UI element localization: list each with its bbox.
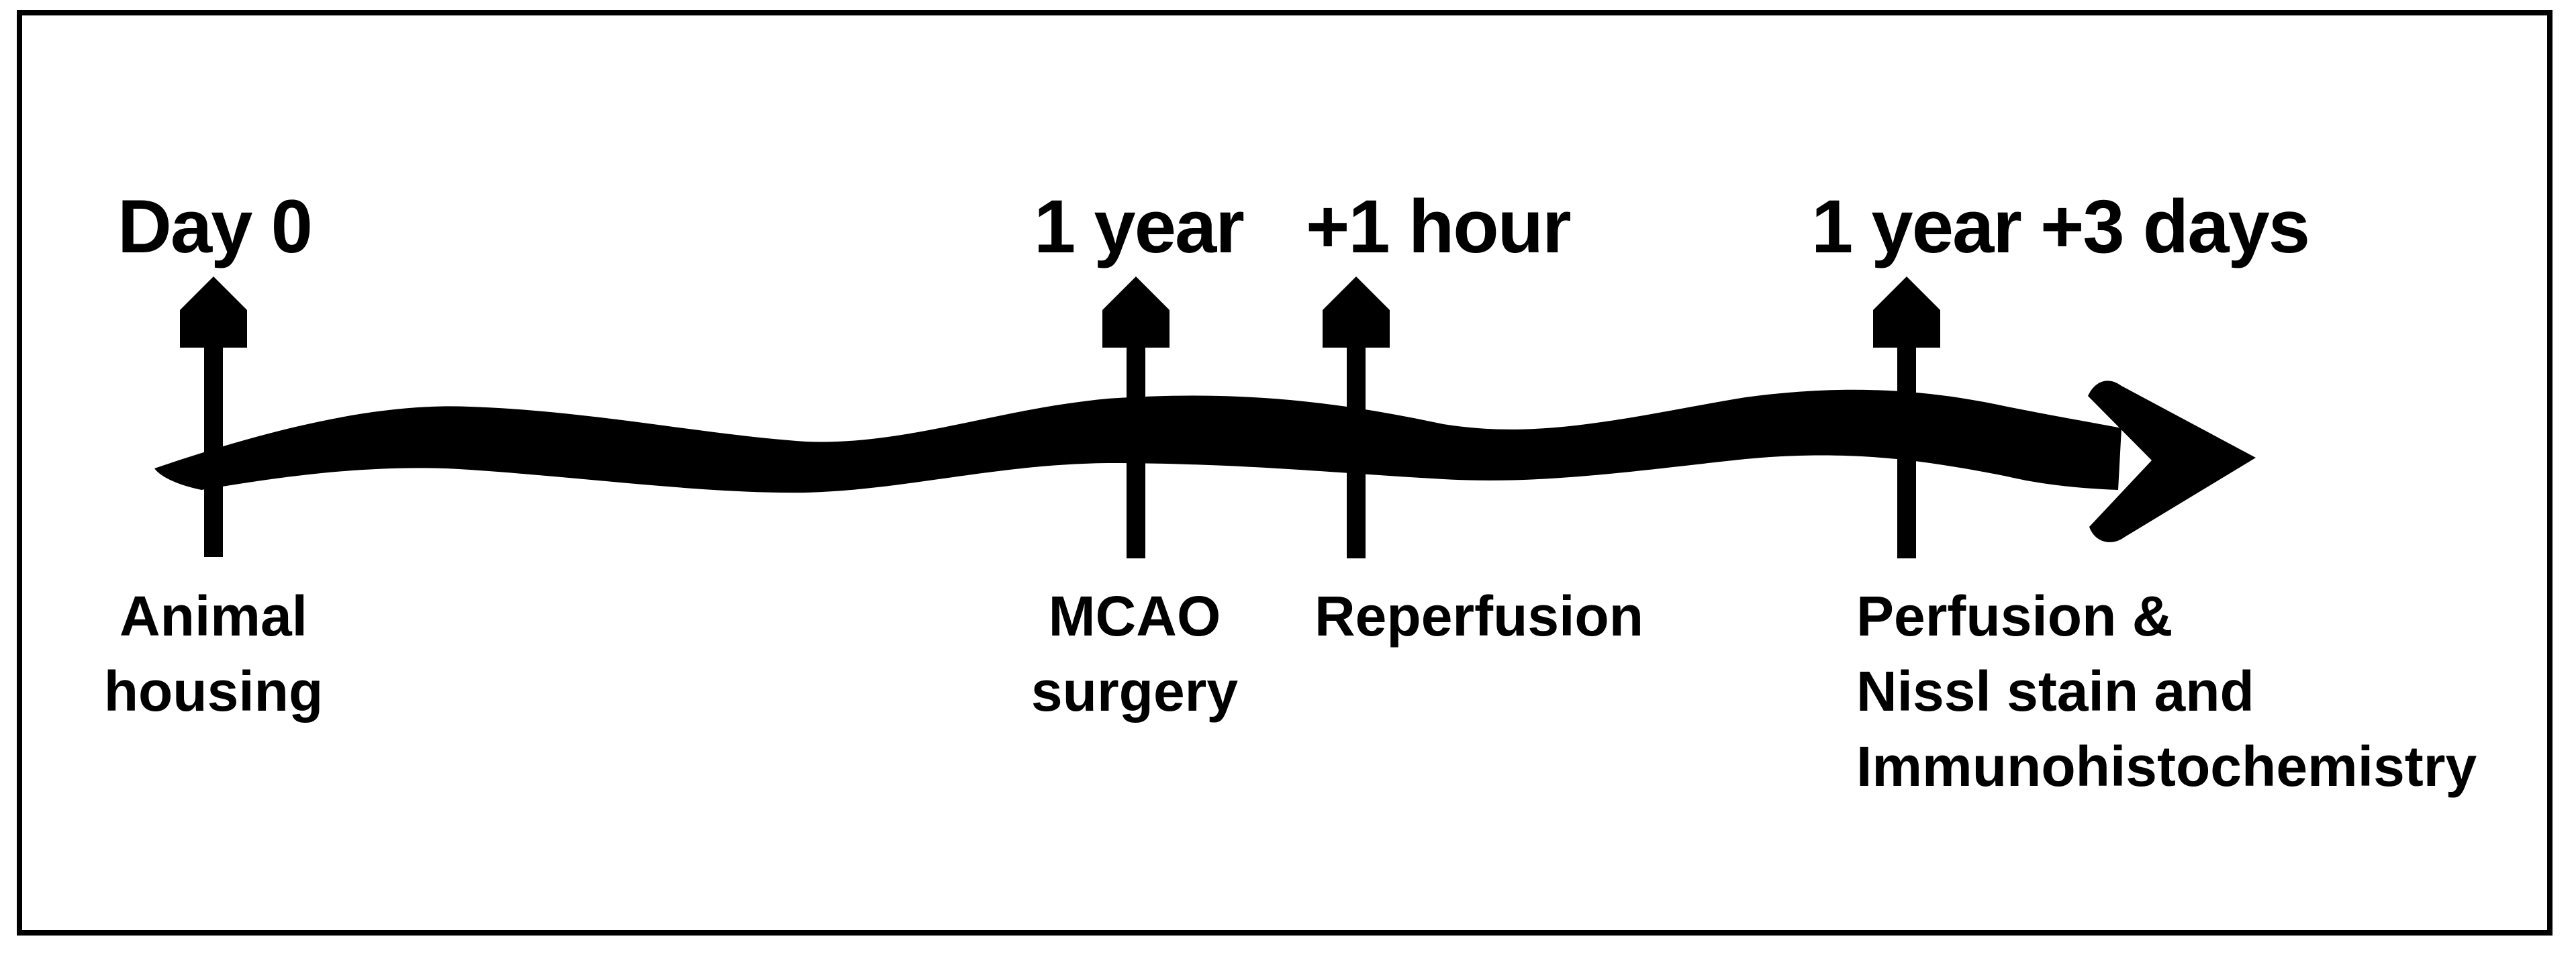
event-label-reperfusion: Reperfusion bbox=[1315, 578, 1643, 654]
event-line: MCAO bbox=[1048, 585, 1221, 648]
event-line: Nissl stain and bbox=[1856, 660, 2254, 723]
event-label-mcao-surgery: MCAO surgery bbox=[1020, 578, 1249, 729]
time-label-1-hour: +1 hour bbox=[1306, 185, 1572, 268]
milestone-arrow-1-hour bbox=[1323, 276, 1390, 558]
timeline-arrowhead bbox=[2088, 381, 2256, 542]
event-line: Reperfusion bbox=[1315, 585, 1644, 648]
event-line: Immunohistochemistry bbox=[1856, 735, 2477, 798]
event-label-perfusion-staining: Perfusion & Nissl stain and Immunohistoc… bbox=[1856, 578, 2477, 804]
event-line: Animal bbox=[119, 585, 308, 648]
milestone-arrow-3-days bbox=[1873, 276, 1940, 558]
event-line: housing bbox=[103, 660, 324, 723]
event-line: surgery bbox=[1031, 660, 1239, 723]
milestone-arrow-1-year bbox=[1102, 276, 1170, 558]
time-label-day-0: Day 0 bbox=[117, 185, 313, 268]
event-line: Perfusion & bbox=[1856, 585, 2173, 648]
event-label-animal-housing: Animal housing bbox=[99, 578, 328, 729]
diagram-frame bbox=[17, 10, 2553, 936]
time-label-3-days: 1 year +3 days bbox=[1811, 185, 2310, 268]
milestone-arrow-day-0 bbox=[180, 276, 247, 557]
time-label-1-year: 1 year bbox=[1034, 185, 1245, 268]
